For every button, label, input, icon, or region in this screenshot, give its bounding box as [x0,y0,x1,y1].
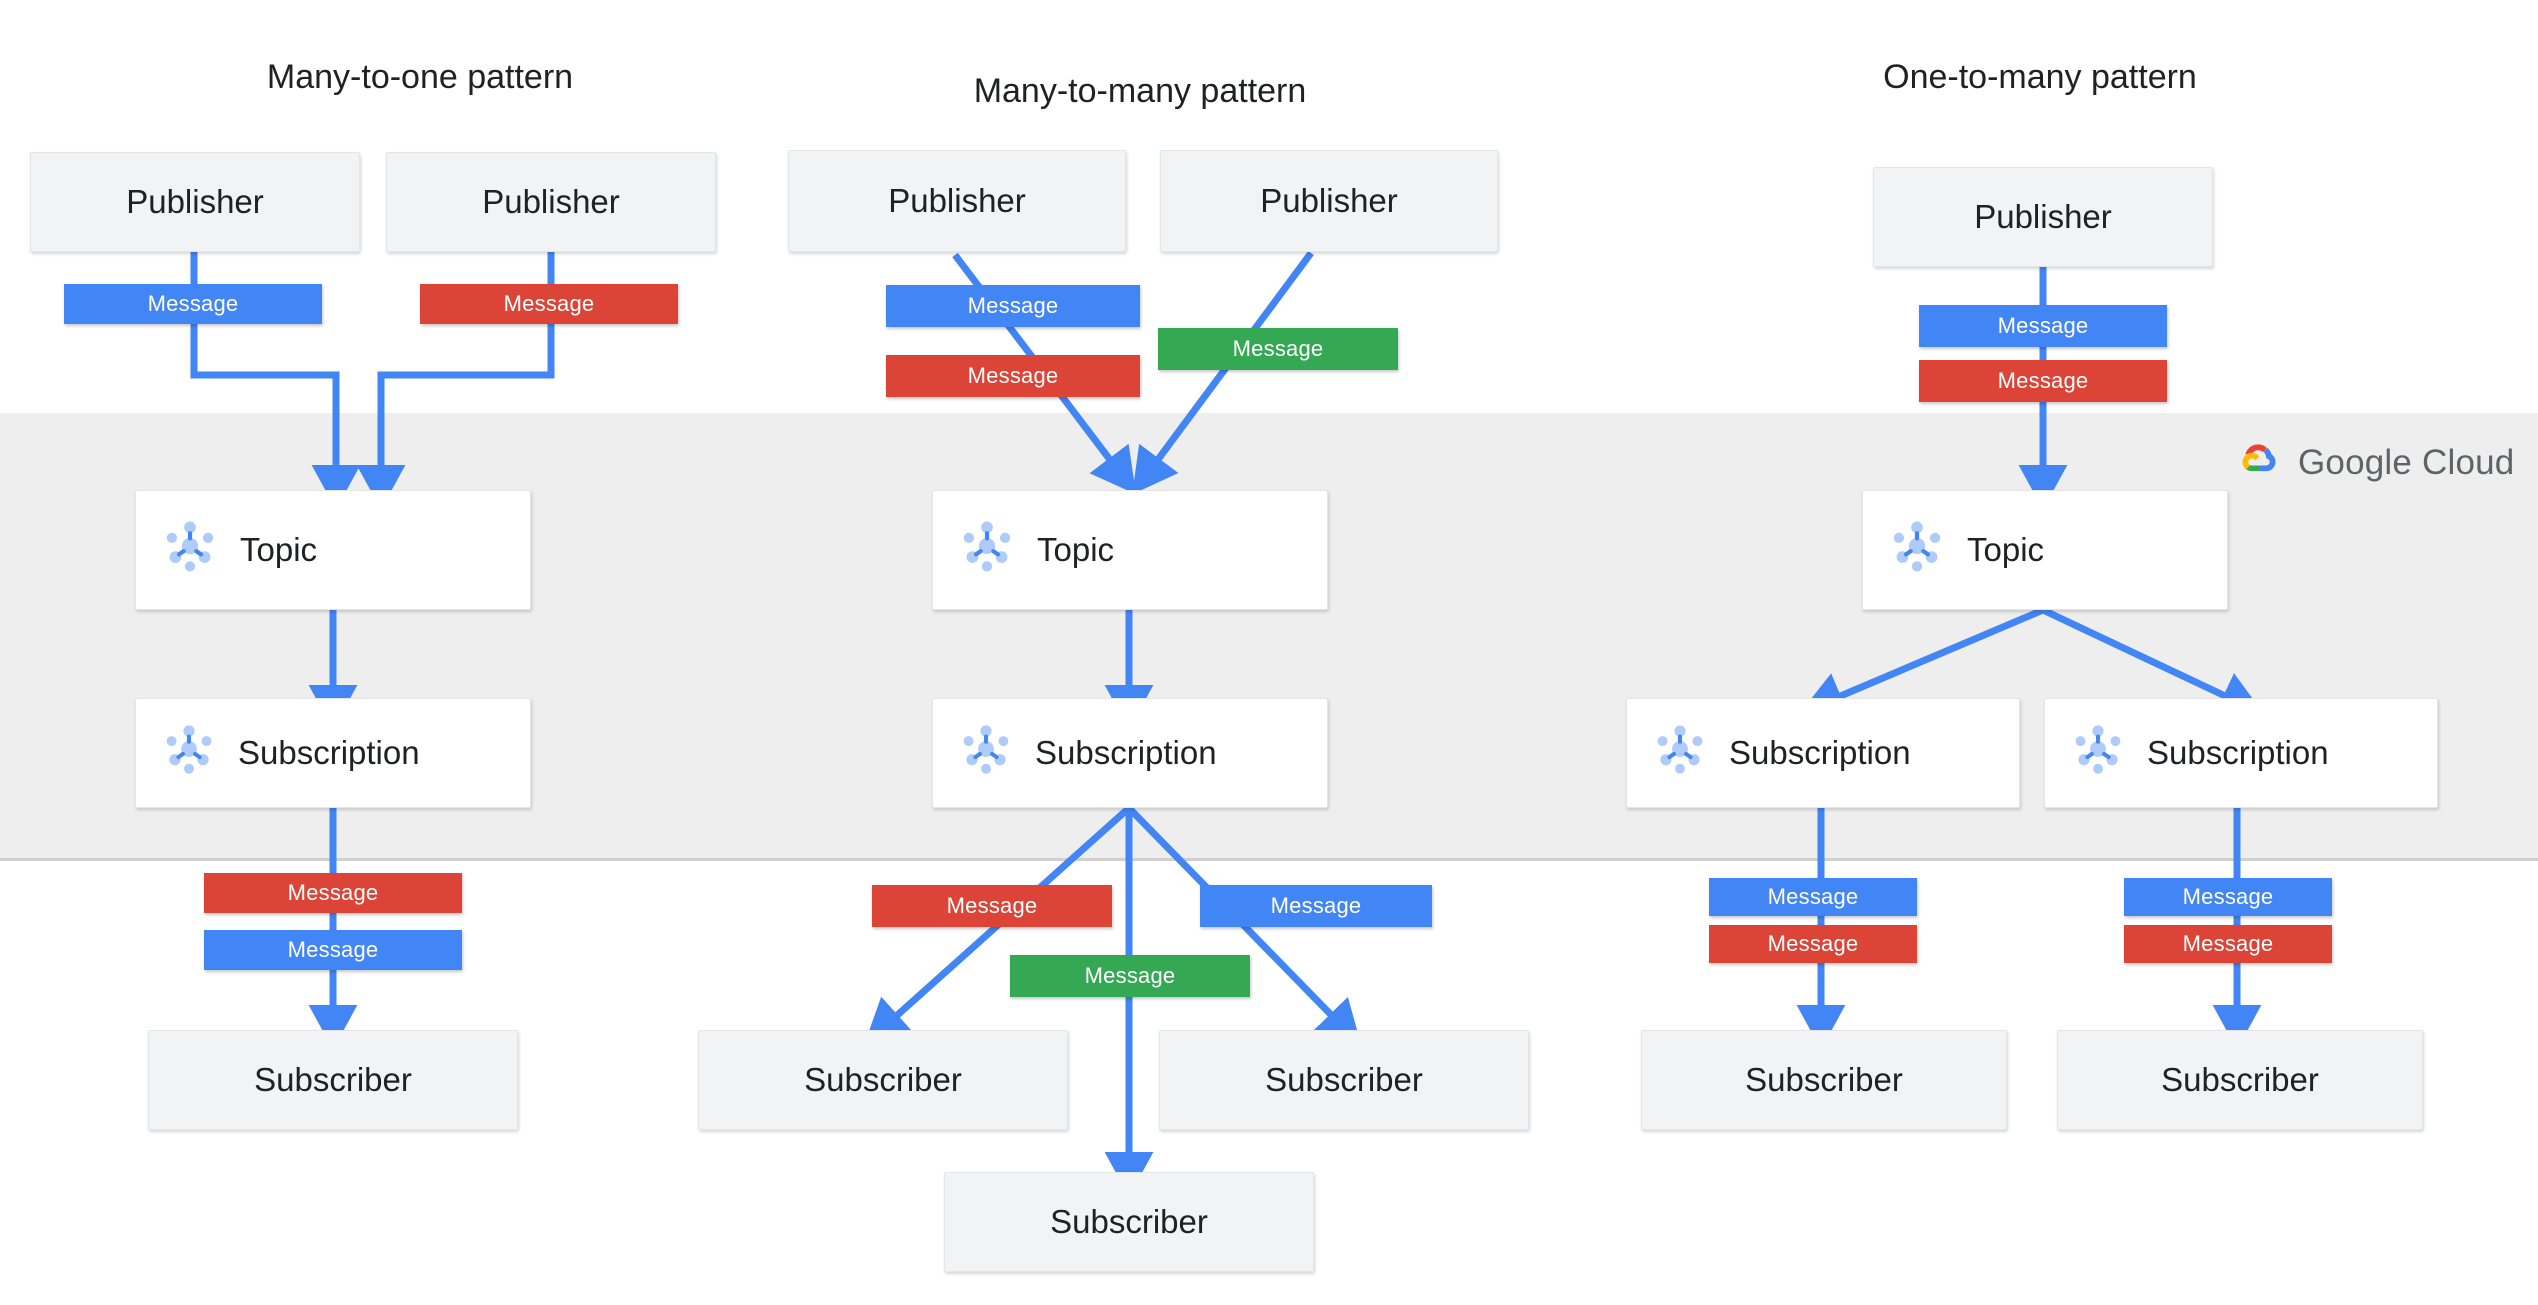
subscription-node[interactable]: Subscription [1626,698,2020,808]
message-label: Message [1270,893,1362,918]
message-chip[interactable]: Message [1919,305,2167,347]
topic-node[interactable]: Topic [1862,490,2228,610]
subscription-node[interactable]: Subscription [135,698,531,808]
message-label: Message [967,363,1059,388]
message-chip[interactable]: Message [1709,925,1917,963]
subscriber-label: Subscriber [1050,1203,1208,1240]
message-label: Message [503,291,595,316]
message-chip[interactable]: Message [1919,360,2167,402]
publisher-node[interactable]: Publisher [1873,167,2213,267]
pubsub-icon [1653,722,1707,784]
subscriber-label: Subscriber [1265,1061,1423,1098]
subscriber-label: Subscriber [804,1061,962,1098]
message-chip[interactable]: Message [1200,885,1432,927]
subscriber-node[interactable]: Subscriber [698,1030,1068,1130]
pubsub-icon [959,722,1013,784]
topic-node[interactable]: Topic [135,490,531,610]
subscriber-node[interactable]: Subscriber [1641,1030,2007,1130]
subscriber-label: Subscriber [2161,1061,2319,1098]
message-chip[interactable]: Message [204,930,462,970]
topic-label: Topic [240,531,318,568]
pubsub-icon [162,722,216,784]
publisher-node[interactable]: Publisher [788,150,1126,252]
message-label: Message [1767,884,1859,909]
google-cloud-branding: Google Cloud [2236,440,2514,485]
message-chip[interactable]: Message [872,885,1112,927]
message-chip[interactable]: Message [886,355,1140,397]
publisher-node[interactable]: Publisher [386,152,716,252]
google-cloud-logo-icon [2236,440,2284,485]
pubsub-icon [162,518,218,582]
topic-label: Topic [1967,531,2045,568]
topic-node[interactable]: Topic [932,490,1328,610]
subscriber-node[interactable]: Subscriber [2057,1030,2423,1130]
message-label: Message [1997,368,2089,393]
subscription-label: Subscription [238,734,420,771]
message-label: Message [1232,336,1324,361]
google-cloud-wordmark: Google Cloud [2298,443,2514,483]
message-label: Message [967,293,1059,318]
subscription-node[interactable]: Subscription [932,698,1328,808]
message-label: Message [1084,963,1176,988]
brand-word-google: Google [2298,442,2413,482]
message-chip[interactable]: Message [1709,878,1917,916]
subscriber-node[interactable]: Subscriber [148,1030,518,1130]
message-label: Message [2182,884,2274,909]
message-chip[interactable]: Message [2124,925,2332,963]
topic-label: Topic [1037,531,1115,568]
publisher-label: Publisher [888,182,1026,219]
message-chip[interactable]: Message [1158,328,1398,370]
message-label: Message [147,291,239,316]
subscription-label: Subscription [1729,734,1911,771]
column-title-many-to-one: Many-to-one pattern [266,58,574,96]
message-chip[interactable]: Message [1010,955,1250,997]
message-label: Message [2182,931,2274,956]
subscriber-node[interactable]: Subscriber [944,1172,1314,1272]
message-label: Message [946,893,1038,918]
message-label: Message [1997,313,2089,338]
pubsub-icon [2071,722,2125,784]
pubsub-icon [1889,518,1945,582]
publisher-label: Publisher [126,183,264,220]
brand-word-cloud: Cloud [2422,442,2515,482]
column-title-many-to-many: Many-to-many pattern [973,72,1307,110]
subscriber-label: Subscriber [254,1061,412,1098]
publisher-node[interactable]: Publisher [1160,150,1498,252]
publisher-label: Publisher [482,183,620,220]
message-label: Message [287,937,379,962]
message-label: Message [1767,931,1859,956]
message-label: Message [287,880,379,905]
message-chip[interactable]: Message [886,285,1140,327]
publisher-node[interactable]: Publisher [30,152,360,252]
subscription-label: Subscription [2147,734,2329,771]
subscription-label: Subscription [1035,734,1217,771]
column-title-one-to-many: One-to-many pattern [1883,58,2197,96]
message-chip[interactable]: Message [64,284,322,324]
subscription-node[interactable]: Subscription [2044,698,2438,808]
publisher-label: Publisher [1260,182,1398,219]
publisher-label: Publisher [1974,198,2112,235]
message-chip[interactable]: Message [204,873,462,913]
pubsub-icon [959,518,1015,582]
message-chip[interactable]: Message [2124,878,2332,916]
subscriber-node[interactable]: Subscriber [1159,1030,1529,1130]
subscriber-label: Subscriber [1745,1061,1903,1098]
message-chip[interactable]: Message [420,284,678,324]
